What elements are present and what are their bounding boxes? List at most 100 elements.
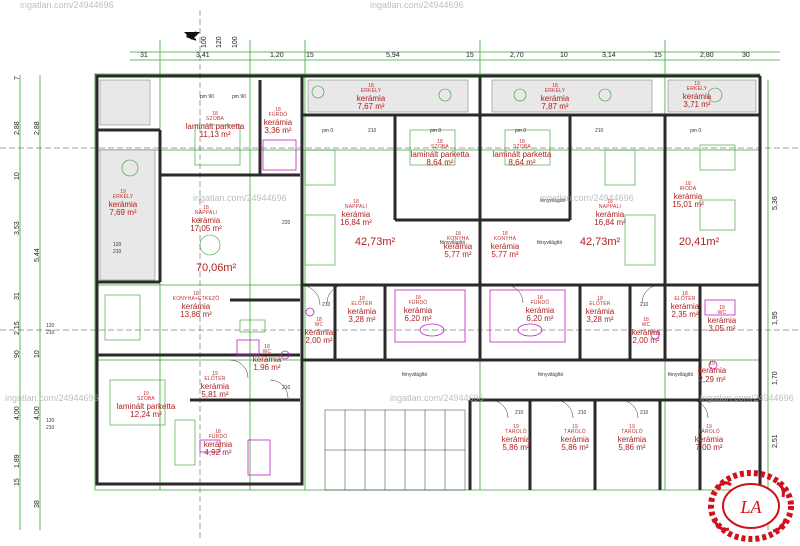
door-label: 210 xyxy=(46,330,55,336)
dim-label: 100 xyxy=(201,36,208,48)
dim-label: 1,89 xyxy=(14,454,21,468)
balcony-hatch xyxy=(99,79,757,281)
door-label: 210 xyxy=(515,410,524,416)
door-label: pm 90 xyxy=(200,94,214,100)
dim-label: 38 xyxy=(34,500,41,508)
dim-label: 1,95 xyxy=(772,311,779,325)
dim-label: 2,15 xyxy=(14,321,21,335)
door-label: 120 xyxy=(46,418,55,424)
door-label: pm 0 xyxy=(430,128,442,134)
lightwell-label: fényvilágító xyxy=(540,198,566,204)
dim-label: 15 xyxy=(306,52,314,59)
door-label: pm 0 xyxy=(322,128,334,134)
dim-label: 31 xyxy=(140,52,148,59)
dim-label: 15 xyxy=(654,52,662,59)
door-label: pm 0 xyxy=(515,128,527,134)
lightwell-label: fényvilágító xyxy=(440,240,466,246)
door-swings xyxy=(229,284,709,419)
watermark-text: ingatlan.com/24944696 xyxy=(20,0,114,10)
apartment-area: 70,06m² xyxy=(195,262,237,274)
door-label: pm 90 xyxy=(232,94,246,100)
dim-label: 2,88 xyxy=(14,121,21,135)
dim-label: 5,36 xyxy=(772,196,779,210)
brand-logo: LA xyxy=(708,470,794,542)
dim-label: 120 xyxy=(216,36,223,48)
apartment-area: 42,73m² xyxy=(579,236,621,248)
dim-label: 2,88 xyxy=(34,121,41,135)
apartment-area: 20,41m² xyxy=(678,236,720,248)
dim-label: 15 xyxy=(466,52,474,59)
door-label: 210 xyxy=(368,128,377,134)
dim-label: 2,51 xyxy=(772,434,779,448)
lightwell-label: fényvilágító xyxy=(668,372,694,378)
watermark-text: ingatlan.com/24944696 xyxy=(540,193,634,203)
dim-label: 5,94 xyxy=(386,52,400,59)
dim-label: 15 xyxy=(14,478,21,486)
watermark-text: ingatlan.com/24944696 xyxy=(370,0,464,10)
dim-label: 10 xyxy=(34,350,41,358)
door-label: 210 xyxy=(640,410,649,416)
dim-label: 10 xyxy=(560,52,568,59)
door-label: pm 0 xyxy=(690,128,702,134)
dim-label: 30 xyxy=(742,52,750,59)
staircase xyxy=(324,409,466,491)
watermark-text: ingatlan.com/24944696 xyxy=(700,393,794,403)
dim-label: 31 xyxy=(14,292,21,300)
door-label: 210 xyxy=(113,249,122,255)
door-label: 220 xyxy=(282,220,291,226)
dim-label: 90 xyxy=(14,350,21,358)
dim-label: 100 xyxy=(232,36,239,48)
door-label: 210 xyxy=(578,410,587,416)
section-marker-triangle xyxy=(184,32,200,40)
watermark-text: ingatlan.com/24944696 xyxy=(5,393,99,403)
svg-text:LA: LA xyxy=(739,497,762,517)
dim-label: 3,53 xyxy=(14,221,21,235)
watermark-text: ingatlan.com/24944696 xyxy=(193,193,287,203)
door-label: 210 xyxy=(640,302,649,308)
lightwell-label: fényvilágító xyxy=(538,372,564,378)
lightwell-label: fényvilágító xyxy=(537,240,563,246)
door-label: 120 xyxy=(46,323,55,329)
door-label: 210 xyxy=(282,385,291,391)
dim-label: 2,80 xyxy=(700,52,714,59)
lightwell-label: fényvilágító xyxy=(402,372,428,378)
dim-label: 5,44 xyxy=(34,248,41,262)
door-label: 120 xyxy=(113,242,122,248)
walls xyxy=(95,74,762,490)
watermark-text: ingatlan.com/24944696 xyxy=(390,393,484,403)
apartment-area: 42,73m² xyxy=(354,236,396,248)
dim-label: 10 xyxy=(14,172,21,180)
dim-label: 4,00 xyxy=(34,406,41,420)
door-label: 210 xyxy=(46,425,55,431)
dim-label: 4,00 xyxy=(14,406,21,420)
